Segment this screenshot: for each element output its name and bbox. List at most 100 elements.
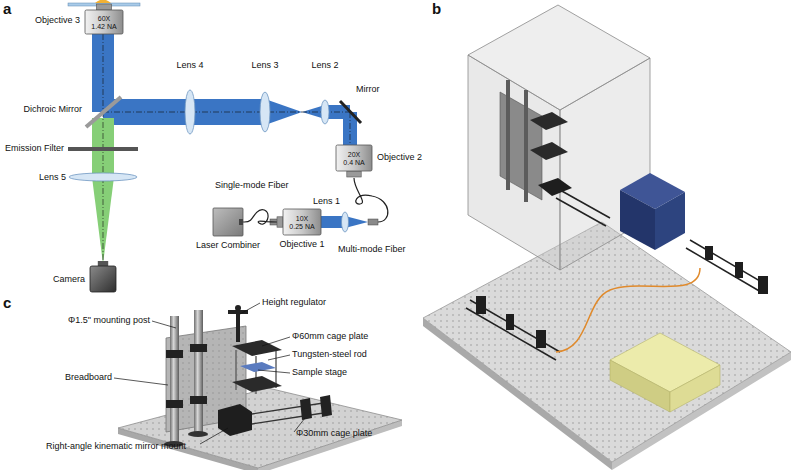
component-label: Lens 2 (311, 60, 338, 71)
node-outline (90, 266, 116, 292)
optical-schematic (68, 0, 388, 264)
illustration-part (735, 262, 743, 278)
illustration-part (556, 268, 700, 352)
node-heading: Objective 2 (377, 152, 422, 163)
illustration-part (69, 173, 137, 181)
objective-box: Objective 110X 0.25 NA (283, 209, 321, 235)
part-label: Breadboard (65, 372, 112, 383)
illustration-part (506, 314, 514, 330)
illustration-part (114, 378, 168, 385)
illustration-part (368, 219, 378, 225)
component-label: Lens 4 (176, 60, 203, 71)
illustration-part (170, 316, 179, 444)
illustration-part (262, 337, 290, 346)
illustration-part (95, 0, 111, 3)
system-rendering (423, 5, 791, 470)
illustration-part (86, 97, 121, 127)
part-label: Φ30mm cage plate (296, 428, 372, 439)
illustration-part (686, 248, 761, 292)
component-label: Lens 1 (313, 196, 340, 207)
node-heading: Objective 3 (35, 15, 80, 26)
illustration-part (232, 340, 282, 356)
illustration-part (252, 402, 330, 414)
illustration-part (232, 376, 282, 392)
illustration-part (321, 100, 329, 124)
panel-letter: a (3, 0, 11, 17)
part-label: Right-angle kinematic mirror mount (46, 441, 186, 452)
illustration-part (235, 305, 241, 311)
illustration-part (268, 355, 290, 360)
component-label: Multi-mode Fiber (338, 244, 406, 255)
illustration-part (423, 222, 791, 462)
illustration-part (466, 308, 556, 360)
illustration-part (320, 395, 332, 417)
illustration-part (655, 192, 685, 250)
camera-box: Camera (90, 266, 116, 292)
illustration-part (556, 198, 606, 226)
spec-text: 60X 1.42 NA (91, 15, 118, 30)
illustration-part (252, 412, 330, 424)
objective-box: Objective 360X 1.42 NA (85, 10, 123, 34)
illustration-part (670, 365, 720, 412)
illustration-part (118, 388, 402, 468)
part-label: Sample stage (292, 367, 347, 378)
illustration-part (530, 112, 568, 130)
illustration-part (610, 360, 670, 412)
part-label: Height regulator (262, 297, 326, 308)
illustration-part (200, 428, 228, 444)
illustration-part (423, 222, 791, 462)
panel-letter: c (3, 294, 11, 311)
objective-body (283, 209, 321, 235)
objective-box: Objective 220X 0.4 NA (336, 145, 372, 171)
illustration-part (68, 147, 138, 151)
node-heading: Camera (53, 274, 85, 285)
part-label: Φ60mm cage plate (292, 331, 368, 342)
node-heading: Laser Combiner (196, 240, 260, 251)
illustration-part (166, 350, 183, 358)
illustration-part (476, 296, 486, 314)
illustration-part (240, 362, 276, 372)
component-label: Dichroic Mirror (24, 104, 83, 115)
node-heading: Objective 1 (279, 239, 324, 250)
spec-text: 20X 0.4 NA (343, 151, 366, 166)
illustration-part (705, 246, 713, 260)
illustration-part (260, 92, 270, 132)
illustration-part (340, 101, 361, 123)
illustration-part (350, 112, 351, 145)
component-label: Lens 5 (39, 172, 66, 183)
illustration-part (536, 330, 546, 348)
illustration-part (758, 276, 768, 294)
objective-body (336, 145, 372, 171)
illustration-part (194, 310, 203, 434)
objective-nose (277, 217, 283, 227)
illustration-part (620, 190, 655, 250)
objective-nose (347, 171, 361, 177)
illustration-part (258, 370, 290, 373)
illustration-part (524, 90, 528, 202)
illustration-part (690, 240, 765, 284)
illustration-part (103, 112, 350, 113)
illustration-part (166, 400, 183, 408)
illustration-part (152, 321, 176, 328)
part-label: Φ1.5" mounting post (68, 315, 150, 326)
illustration-part (118, 388, 402, 468)
illustration-part (190, 344, 207, 352)
illustration-part (300, 398, 312, 420)
laser-box: Laser Combiner (213, 208, 243, 236)
illustration-part (188, 431, 208, 437)
component-label: Emission Filter (5, 143, 64, 154)
illustration-part (103, 12, 104, 262)
objective-body (85, 10, 123, 34)
laser-port (239, 219, 243, 225)
camera-mount (98, 261, 108, 266)
objective-nose (96, 4, 111, 10)
node-outline (213, 208, 243, 236)
illustration-part (506, 80, 510, 190)
illustration-part (530, 142, 568, 160)
laser-body (213, 208, 243, 236)
component-label: Single-mode Fiber (215, 180, 289, 191)
